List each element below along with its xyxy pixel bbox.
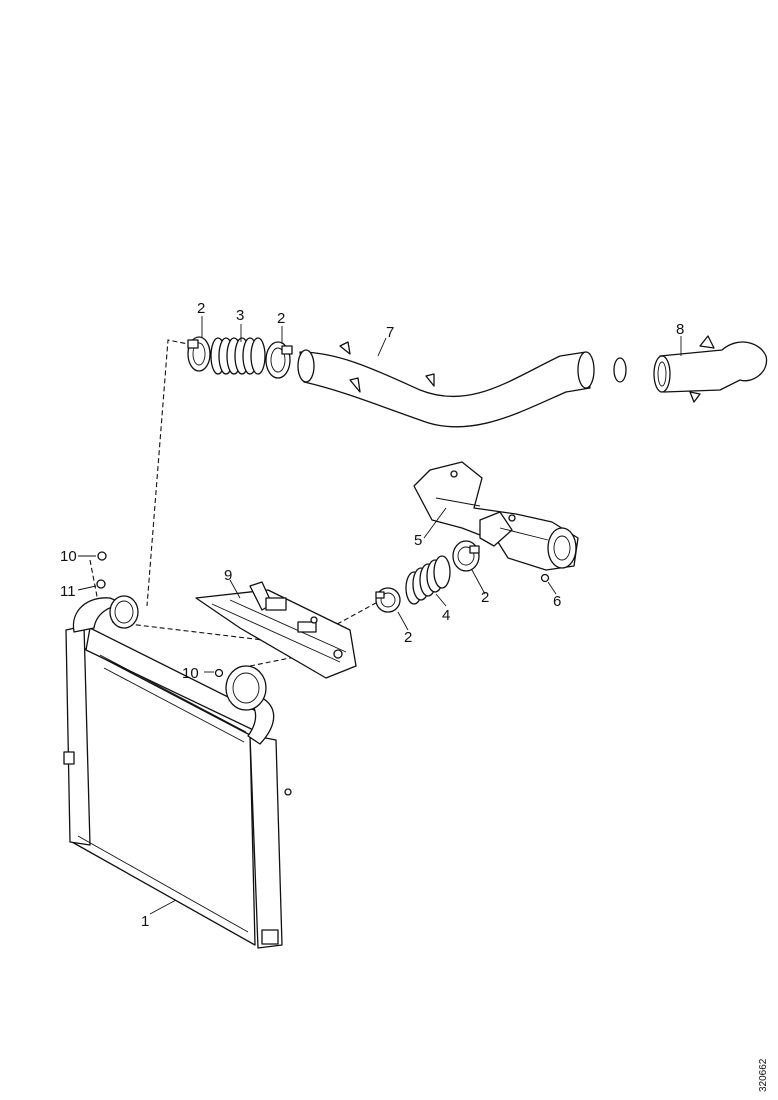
callout-6: 6 (553, 593, 561, 610)
callout-2-upper-left: 2 (197, 300, 205, 317)
sealing-ring (613, 357, 627, 383)
callout-8: 8 (676, 321, 684, 338)
intake-manifold (413, 461, 579, 571)
intake-hose (297, 341, 595, 428)
leader-lines (77, 316, 682, 915)
callout-1: 1 (141, 913, 149, 930)
bolt-10-lower (214, 668, 224, 678)
bellows-sleeve-middle (405, 555, 451, 605)
callout-10-lower: 10 (182, 665, 199, 682)
callout-4: 4 (442, 607, 450, 624)
callout-7: 7 (386, 324, 394, 341)
hose-clamp-upper-left (187, 336, 211, 372)
bolt-6 (540, 573, 550, 583)
bellows-sleeve-upper (210, 337, 266, 375)
callout-11: 11 (60, 583, 76, 600)
washer-11 (96, 579, 106, 589)
hose-clamp-middle-right (452, 540, 480, 572)
hose-clamp-upper-right (265, 341, 293, 379)
callout-2-upper-right: 2 (277, 310, 285, 327)
reference-code: 320662 (758, 1058, 769, 1092)
callout-2-middle-right: 2 (481, 589, 489, 606)
mounting-bracket (195, 581, 357, 679)
intercooler-radiator (63, 595, 292, 949)
callout-9: 9 (224, 567, 232, 584)
hose-clamp-middle-left (375, 587, 401, 613)
callout-2-middle-left: 2 (404, 629, 412, 646)
callout-labels: 1 2 3 2 7 8 5 4 2 2 6 9 10 11 10 (60, 300, 684, 930)
callout-5: 5 (414, 532, 422, 549)
bolt-10-upper (97, 551, 107, 561)
callout-10-upper: 10 (60, 548, 77, 565)
callout-3: 3 (236, 307, 244, 324)
elbow-pipe (653, 335, 768, 403)
